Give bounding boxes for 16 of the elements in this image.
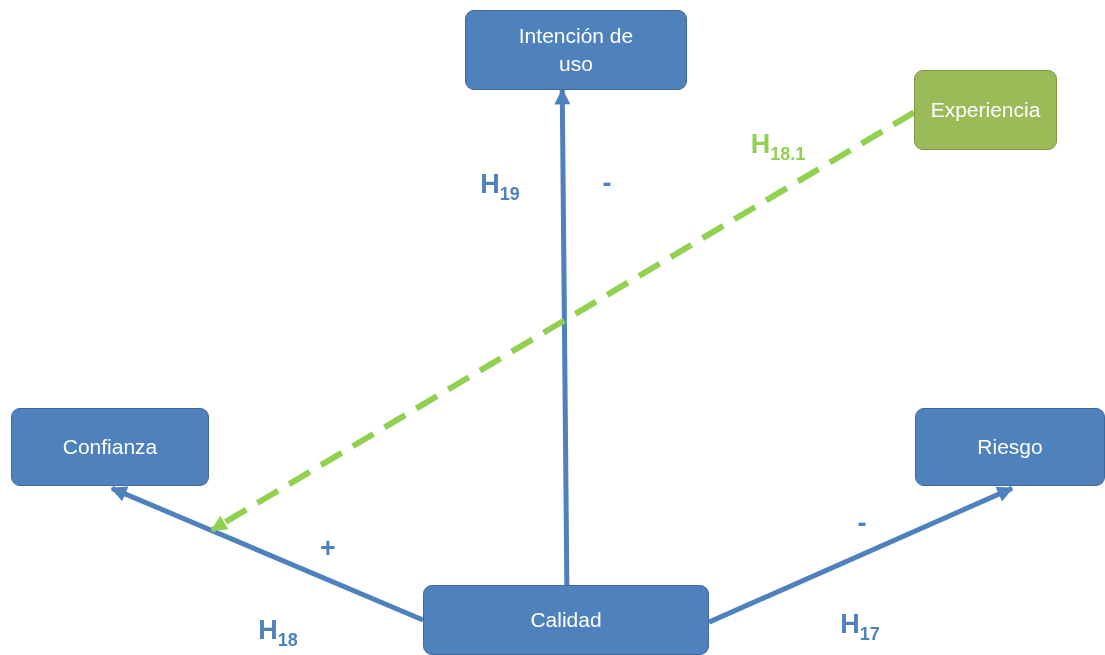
sign-label: + (320, 534, 336, 562)
edge-label: H$_{18.1}$ (750, 131, 806, 163)
process-box: Intención de uso (465, 10, 687, 90)
edge-label: H$_{18}$ (258, 617, 298, 649)
arrow (110, 486, 424, 623)
arrow (708, 486, 1014, 625)
dashed-arrow (210, 109, 916, 533)
process-box: Confianza (11, 408, 209, 486)
process-box: Riesgo (915, 408, 1105, 486)
sign-label: - (857, 509, 867, 537)
process-box: Calidad (423, 585, 709, 655)
edge-label: H$_{19}$ (480, 171, 520, 203)
process-box: Experiencia (914, 70, 1057, 150)
arrow (554, 88, 571, 586)
sign-label: - (602, 169, 612, 197)
edge-label: H$_{17}$ (840, 611, 880, 643)
